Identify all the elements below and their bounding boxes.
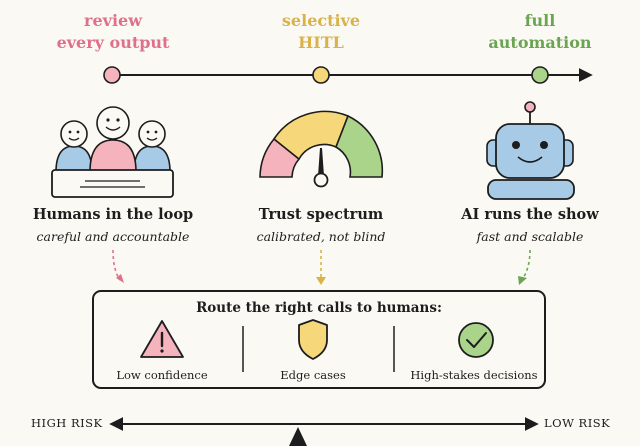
spectrum-label-automation: full automation bbox=[460, 10, 620, 54]
check-circle-icon bbox=[458, 322, 494, 358]
route-item-edge-cases: Edge cases bbox=[280, 368, 346, 382]
spectrum-dot-automation bbox=[531, 66, 549, 84]
ai-subtitle: fast and scalable bbox=[476, 229, 584, 244]
spectrum-label-selective: selective HITL bbox=[241, 10, 401, 54]
shield-icon bbox=[298, 319, 328, 360]
spectrum-label-review: review every output bbox=[33, 10, 193, 54]
trust-subtitle: calibrated, not blind bbox=[256, 229, 386, 244]
route-divider-2 bbox=[393, 326, 395, 372]
people-group-icon bbox=[51, 106, 174, 198]
gauge-icon bbox=[259, 110, 384, 188]
humans-subtitle: careful and accountable bbox=[36, 229, 190, 244]
risk-label-high: HIGH RISK bbox=[31, 416, 103, 430]
spectrum-label-review-line1: review bbox=[84, 11, 142, 30]
risk-axis bbox=[109, 417, 539, 446]
risk-label-low: LOW RISK bbox=[544, 416, 611, 430]
route-title: Route the right calls to humans: bbox=[196, 300, 442, 316]
spectrum-dot-selective bbox=[312, 66, 330, 84]
humans-title: Humans in the loop bbox=[32, 206, 194, 223]
trust-title: Trust spectrum bbox=[258, 206, 384, 223]
warning-icon bbox=[140, 320, 184, 358]
spectrum-line bbox=[103, 66, 593, 84]
connector-humans bbox=[112, 249, 124, 283]
spectrum-label-review-line2: every output bbox=[56, 33, 170, 52]
fulcrum-icon bbox=[289, 427, 307, 446]
connector-ai bbox=[518, 249, 531, 285]
ai-title: AI runs the show bbox=[461, 206, 599, 223]
spectrum-label-automation-line1: full bbox=[524, 11, 556, 30]
spectrum-dot-review bbox=[103, 66, 121, 84]
robot-icon bbox=[486, 101, 575, 200]
route-item-high-stakes: High-stakes decisions bbox=[410, 368, 538, 382]
route-divider-1 bbox=[242, 326, 244, 372]
connector-trust bbox=[316, 250, 326, 285]
spectrum-label-selective-line1: selective bbox=[281, 11, 361, 30]
route-item-low-confidence: Low confidence bbox=[116, 368, 208, 382]
spectrum-label-automation-line2: automation bbox=[488, 33, 592, 52]
spectrum-label-selective-line2: HITL bbox=[298, 33, 344, 52]
